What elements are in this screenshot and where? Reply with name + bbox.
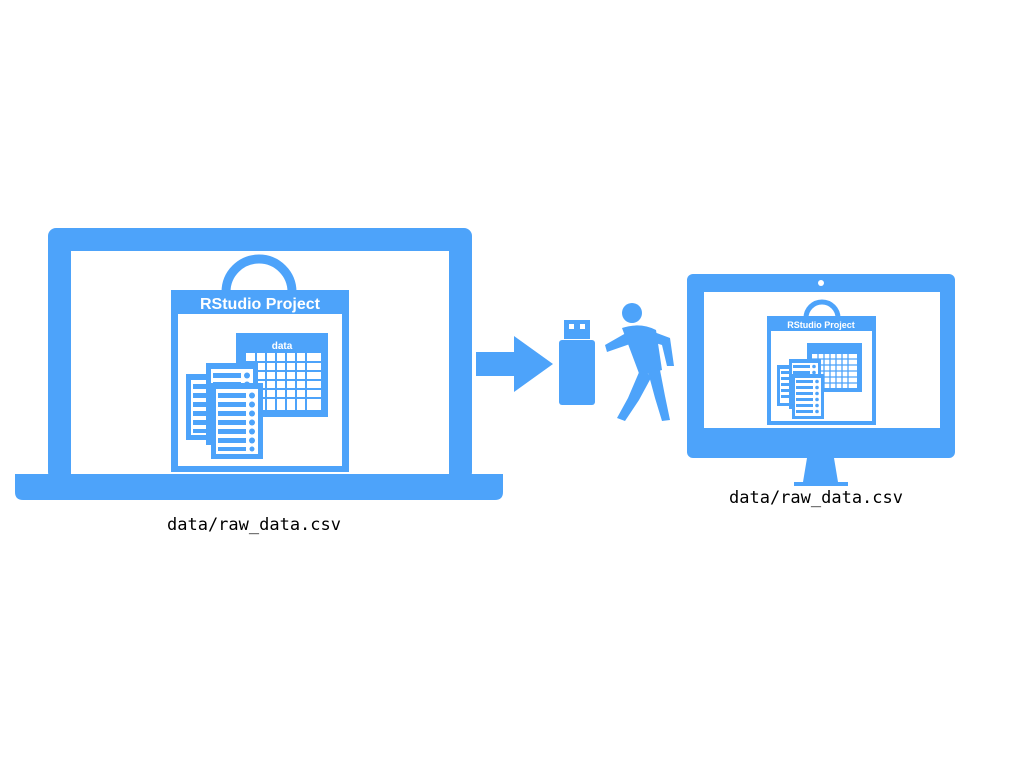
- walking-person-icon: [605, 303, 674, 421]
- desktop-project-bag-icon: RStudio Project: [767, 299, 876, 425]
- webcam-icon: [818, 280, 824, 286]
- desktop-checklist-front-icon: [792, 374, 824, 419]
- usb-drive-icon: [559, 320, 595, 405]
- laptop-checklist-front-icon: [211, 383, 263, 459]
- laptop-project-bag-icon: RStudio Project data: [171, 254, 349, 472]
- laptop-project-title: RStudio Project: [200, 296, 321, 313]
- laptop-file-path-label: data/raw_data.csv: [167, 515, 341, 535]
- arrow-right-icon: [476, 336, 553, 392]
- desktop-project-title: RStudio Project: [787, 320, 855, 330]
- laptop-folder-label: data: [272, 341, 293, 352]
- desktop-file-path-label: data/raw_data.csv: [729, 488, 903, 508]
